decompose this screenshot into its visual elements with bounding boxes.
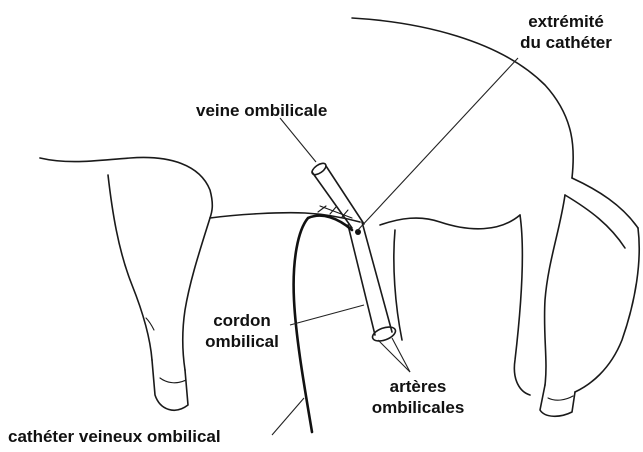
hind-leg-inner-2 (514, 215, 530, 395)
umbilical-cord-label-line1: cordon (194, 310, 290, 331)
umbilical-vein-label: veine ombilicale (196, 100, 327, 121)
leader-artery-2 (392, 338, 410, 372)
calf-tail-lower (565, 195, 625, 248)
umbilical-vein-opening (310, 161, 328, 177)
front-leg-front (108, 175, 152, 360)
umbilical-cord (348, 222, 392, 335)
hind-dewclaw (548, 396, 573, 400)
leader-umbilical-vein (280, 118, 316, 162)
calf-tail-upper (572, 178, 638, 228)
catheter-tip-label: extrémité du cathéter (506, 11, 626, 53)
hind-leg-inner (394, 230, 402, 340)
calf-chest-outline (40, 157, 212, 218)
front-hoof (152, 360, 188, 410)
umbilical-venous-catheter-label: cathéter veineux ombilical (8, 426, 221, 447)
leader-catheter-tip (357, 58, 518, 231)
leader-artery-1 (378, 340, 410, 372)
belly-to-hind-leg (380, 215, 520, 229)
umbilical-cord-label: cordon ombilical (194, 310, 290, 352)
umbilical-vein (312, 166, 364, 228)
umbilical-arteries-label-line2: ombilicales (366, 397, 470, 418)
front-dewclaw (160, 378, 186, 383)
umbilical-arteries-label: artères ombilicales (366, 376, 470, 418)
catheter-tip-label-line2: du cathéter (506, 32, 626, 53)
umbilical-arteries-label-line1: artères (366, 376, 470, 397)
hind-leg-back (575, 228, 639, 392)
leader-umbilical-cord (290, 305, 364, 325)
umbilical-cord-label-line2: ombilical (194, 331, 290, 352)
catheter-tip-label-line1: extrémité (506, 11, 626, 32)
hind-leg-front (545, 195, 565, 385)
leader-catheter (272, 398, 304, 435)
